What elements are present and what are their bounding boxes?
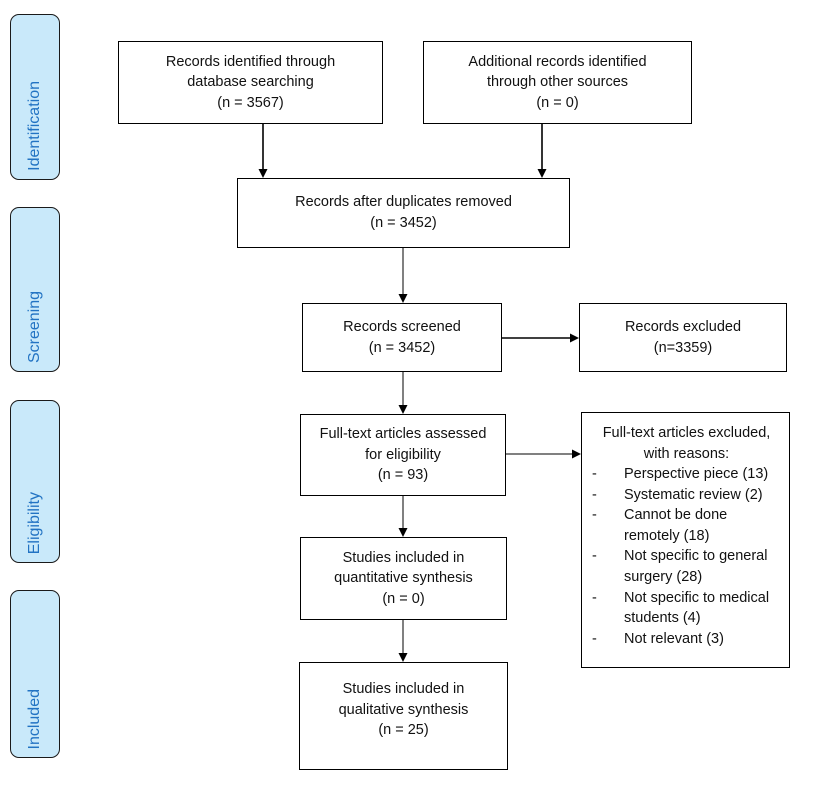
box-records-excluded-count: (n=3359): [653, 339, 713, 356]
stage-eligibility-label: Eligibility: [26, 491, 43, 554]
dash-bullet: -: [592, 589, 597, 606]
box-records-screened: Records screened (n = 3452): [302, 303, 502, 372]
box-qualitative-synthesis: Studies included in qualitative synthesi…: [299, 662, 508, 770]
exclusion-reason-text: Not specific to general surgery (28): [624, 546, 783, 587]
box-fulltext-assessed-count: (n = 93): [377, 467, 429, 484]
arrow-additional-to-duplicates-head: [537, 169, 547, 178]
box-records-excluded-line: Records excluded: [624, 318, 742, 335]
dash-bullet: -: [592, 466, 597, 483]
box-records-identified-line: database searching: [187, 74, 314, 91]
box-fulltext-assessed: Full-text articles assessed for eligibil…: [300, 414, 506, 496]
exclusion-reason-line: Not specific to medical: [624, 589, 770, 606]
exclusion-reason-item: - Not specific to general surgery (28): [590, 546, 783, 587]
exclusion-reason-line: surgery (28): [624, 569, 703, 586]
box-quantitative-synthesis-line: Studies included in: [342, 549, 465, 566]
dash-bullet: -: [592, 486, 597, 503]
stage-identification: Identification: [10, 14, 60, 180]
stage-included-label: Included: [26, 688, 43, 750]
box-quantitative-synthesis-count: (n = 0): [382, 590, 425, 607]
box-records-identified: Records identified through database sear…: [118, 41, 383, 124]
arrow-duplicates-to-screened-head: [398, 294, 408, 303]
arrow-screened-to-fulltext-head: [398, 405, 408, 414]
exclusion-reason-line: remotely (18): [624, 527, 710, 544]
box-fulltext-assessed-line: Full-text articles assessed: [319, 426, 487, 443]
box-records-screened-line: Records screened: [343, 318, 461, 335]
stage-eligibility: Eligibility: [10, 400, 60, 563]
exclusion-reason-item: - Not specific to medical students (4): [590, 588, 783, 629]
box-records-identified-line: Records identified through: [165, 53, 336, 70]
arrow-fulltext-to-reasons-head: [572, 449, 581, 459]
box-qualitative-synthesis-line: Studies included in: [342, 681, 465, 697]
exclusion-reason-line: students (4): [624, 610, 701, 627]
exclusion-reason-text: Not relevant (3): [624, 629, 783, 650]
exclusion-reason-line: Not specific to general: [624, 548, 768, 565]
exclusion-reason-item: - Perspective piece (13): [590, 464, 783, 485]
fulltext-excluded-title-line: Full-text articles excluded,: [602, 425, 771, 441]
box-duplicates-removed-line: Records after duplicates removed: [295, 194, 512, 211]
exclusion-reason-line: Systematic review (2): [624, 486, 763, 503]
box-fulltext-assessed-line: for eligibility: [365, 446, 441, 463]
exclusion-reason-text: Systematic review (2): [624, 485, 783, 506]
box-additional-records-line: through other sources: [486, 74, 629, 91]
box-fulltext-excluded-reasons: Full-text articles excluded, with reason…: [581, 412, 790, 668]
exclusion-reason-item: - Systematic review (2): [590, 485, 783, 506]
arrow-fulltext-to-quantitative-head: [398, 528, 408, 537]
box-records-screened-count: (n = 3452): [368, 339, 436, 356]
exclusion-reason-item: - Cannot be done remotely (18): [590, 505, 783, 546]
box-records-excluded: Records excluded (n=3359): [579, 303, 787, 372]
stage-screening-label: Screening: [26, 290, 43, 363]
box-duplicates-removed: Records after duplicates removed (n = 34…: [237, 178, 570, 248]
box-additional-records-line: Additional records identified: [468, 53, 647, 70]
box-additional-records: Additional records identified through ot…: [423, 41, 692, 124]
box-qualitative-synthesis-count: (n = 25): [378, 722, 429, 739]
dash-bullet: -: [592, 630, 597, 647]
exclusion-reason-text: Cannot be done remotely (18): [624, 505, 783, 546]
exclusion-reason-text: Not specific to medical students (4): [624, 588, 783, 629]
exclusion-reason-text: Perspective piece (13): [624, 464, 783, 485]
exclusion-reason-line: Cannot be done: [624, 507, 728, 524]
box-qualitative-synthesis-line: qualitative synthesis: [338, 701, 469, 718]
fulltext-excluded-title: Full-text articles excluded, with reason…: [590, 423, 783, 464]
exclusion-reason-item: - Not relevant (3): [590, 629, 783, 650]
exclusion-reason-line: Not relevant (3): [624, 630, 724, 647]
box-duplicates-removed-count: (n = 3452): [370, 215, 437, 231]
stage-included: Included: [10, 590, 60, 758]
arrow-quantitative-to-qualitative-head: [398, 653, 408, 662]
box-additional-records-count: (n = 0): [536, 94, 579, 111]
stage-screening: Screening: [10, 207, 60, 372]
box-records-identified-count: (n = 3567): [217, 94, 284, 111]
stage-identification-label: Identification: [26, 81, 43, 171]
exclusion-reason-line: Perspective piece (13): [624, 466, 769, 483]
box-quantitative-synthesis-line: quantitative synthesis: [334, 570, 473, 587]
arrow-identified-to-duplicates-head: [258, 169, 268, 178]
dash-bullet: -: [592, 548, 597, 565]
box-quantitative-synthesis: Studies included in quantitative synthes…: [300, 537, 507, 620]
fulltext-excluded-title-line: with reasons:: [643, 445, 730, 462]
dash-bullet: -: [592, 507, 597, 524]
arrow-screened-to-excluded-head: [570, 333, 579, 343]
